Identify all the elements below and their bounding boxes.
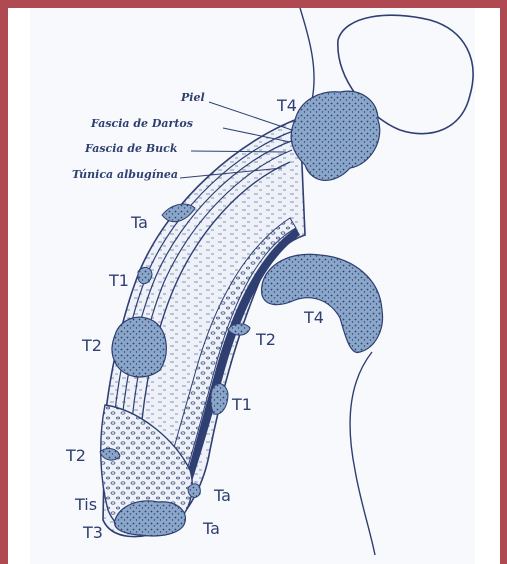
label-fascia-buck: Fascia de Buck — [84, 142, 178, 155]
label-t4-right: T4 — [303, 308, 324, 327]
tumor-ta-glans — [188, 484, 200, 498]
label-tunica-albuginea: Túnica albugínea — [72, 168, 178, 181]
label-t1-right: T1 — [231, 395, 252, 414]
label-piel: Piel — [180, 91, 205, 104]
label-ta-glans: Ta — [213, 486, 231, 505]
label-t1-left: T1 — [108, 271, 129, 290]
tumor-t2-left — [112, 317, 166, 377]
label-ta-dorsal: Ta — [130, 213, 148, 232]
upper-contour-line — [300, 8, 314, 100]
label-fascia-dartos: Fascia de Dartos — [90, 117, 193, 130]
label-ta-bottom: Ta — [202, 519, 220, 538]
lower-contour-line — [350, 352, 375, 555]
label-t2-right: T2 — [255, 330, 276, 349]
label-t3: T3 — [82, 523, 103, 542]
tumor-t1-right — [211, 384, 228, 415]
tumor-t4-right — [262, 254, 383, 352]
label-t2-left: T2 — [81, 336, 102, 355]
label-t4-top: T4 — [276, 96, 297, 115]
label-t2-glans: T2 — [65, 446, 86, 465]
label-tis: Tis — [74, 495, 97, 514]
tumor-t4-top — [291, 91, 380, 180]
